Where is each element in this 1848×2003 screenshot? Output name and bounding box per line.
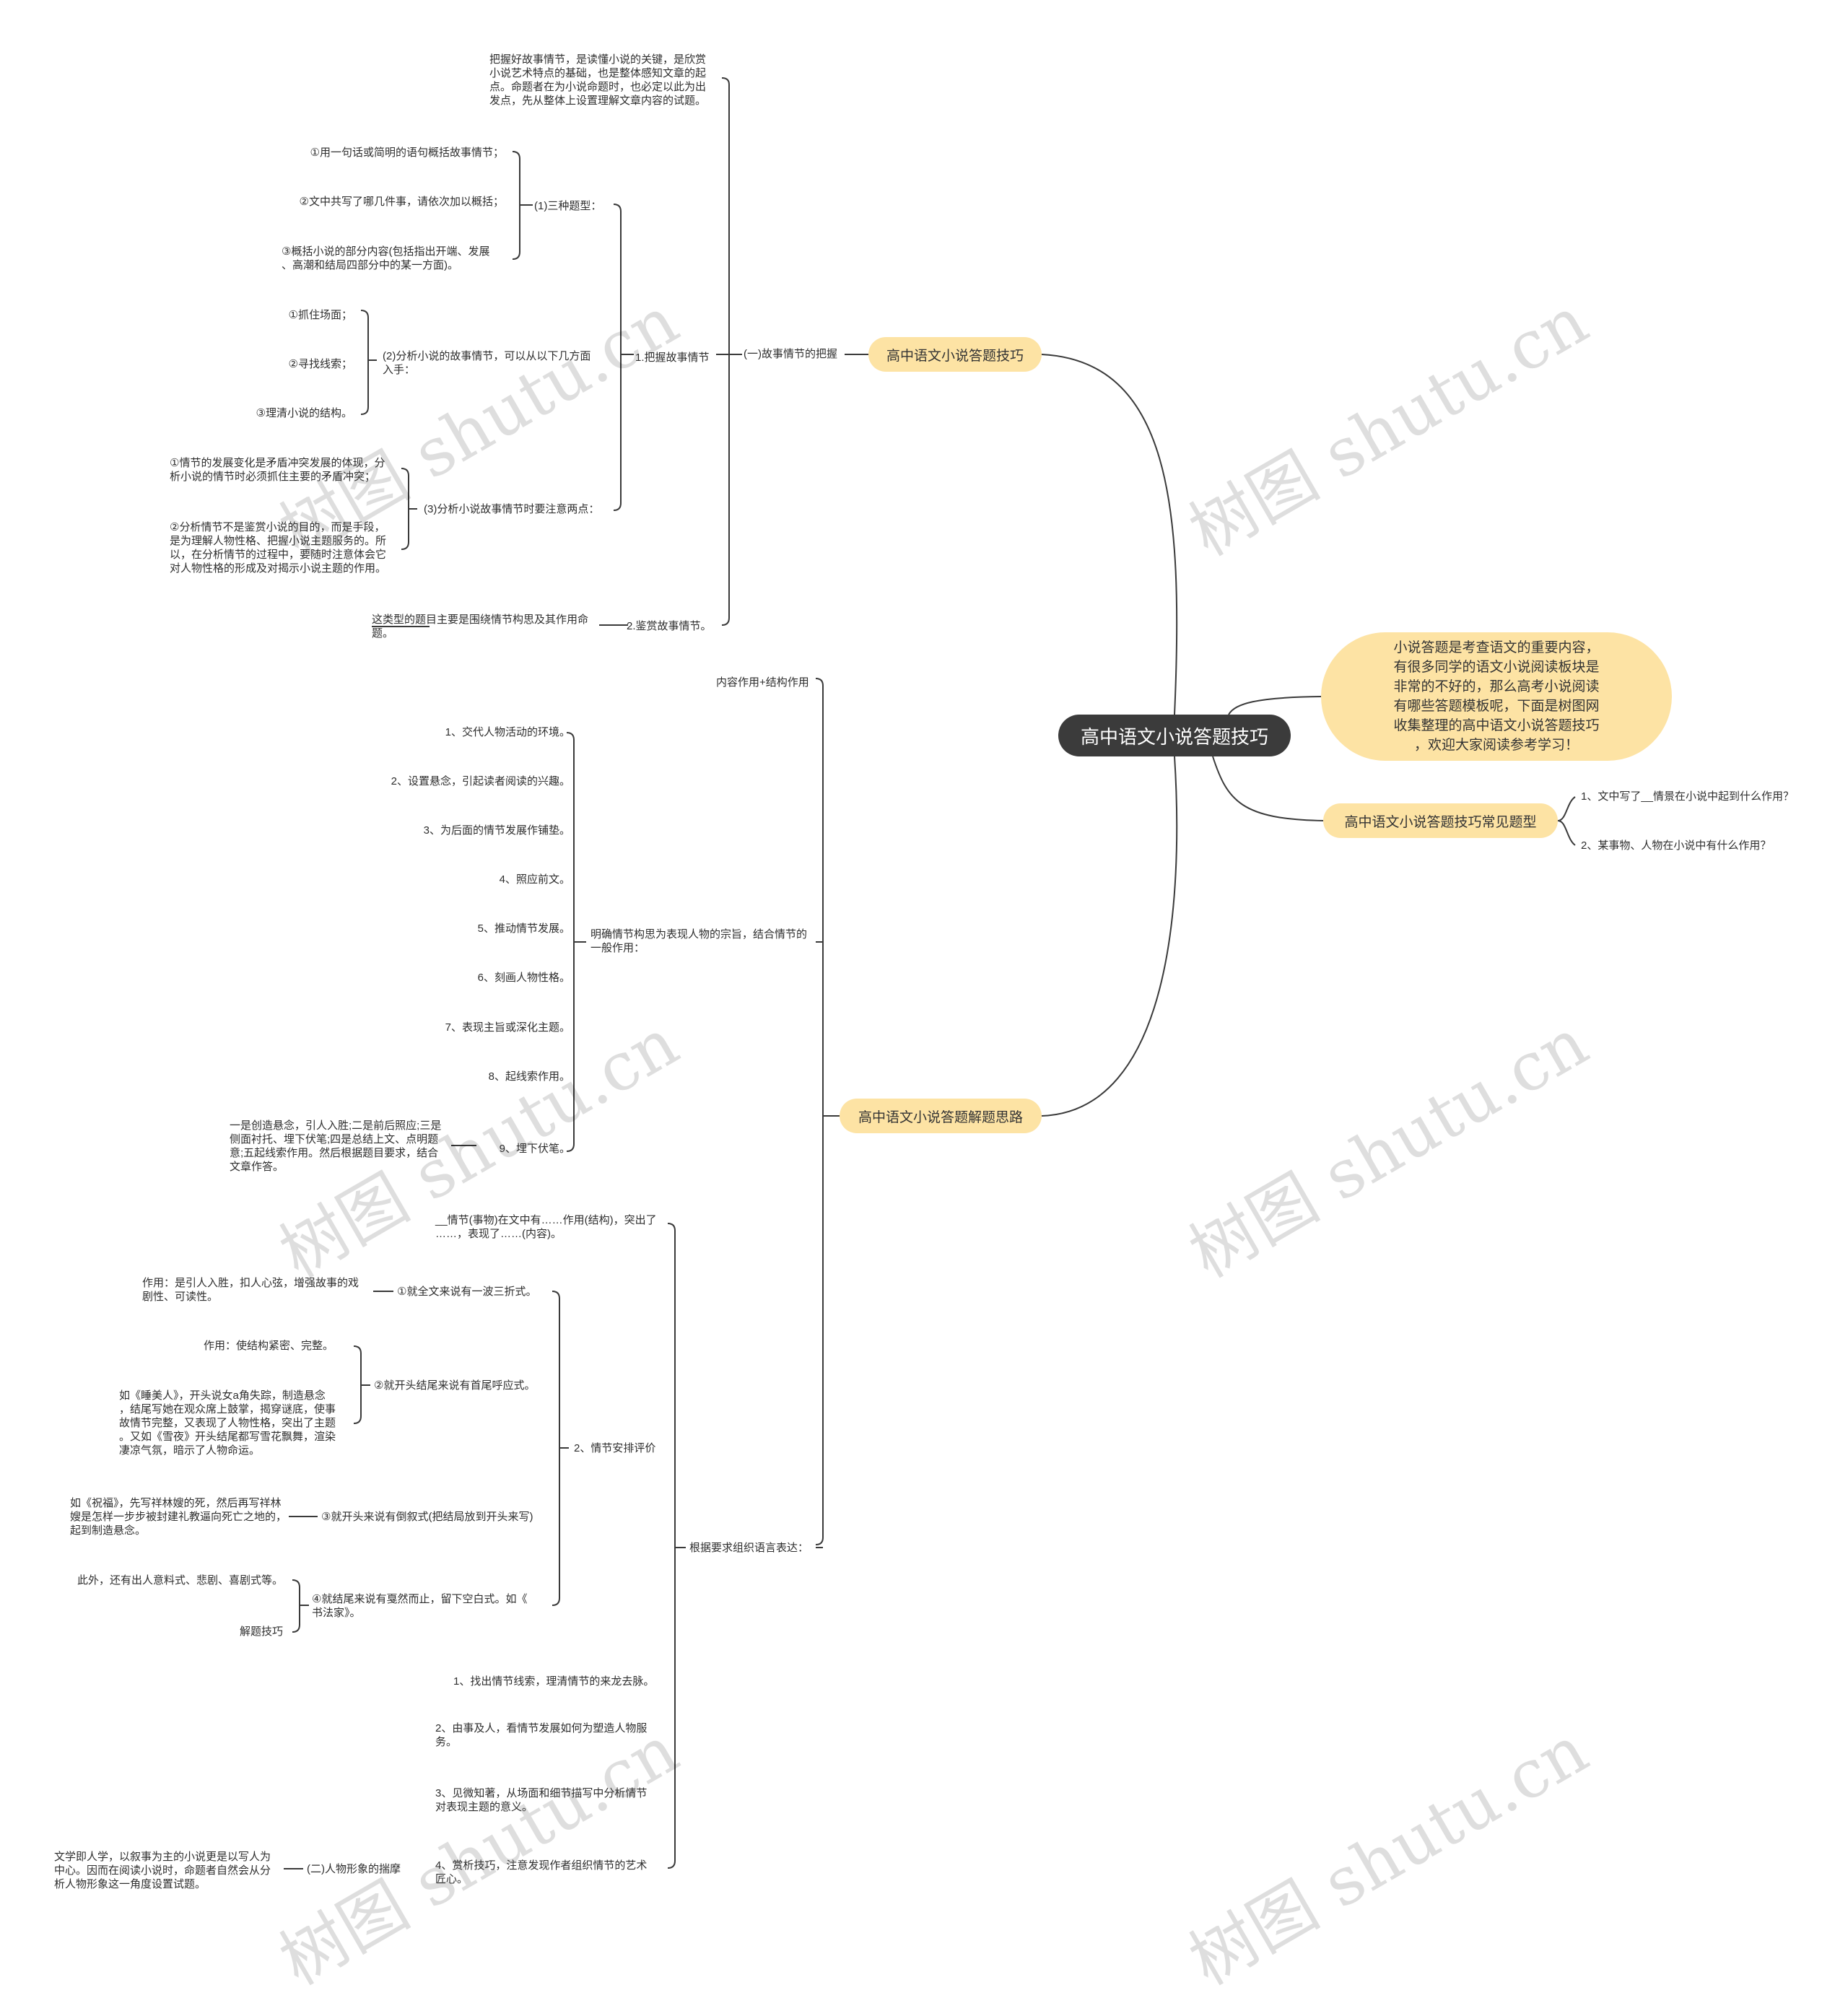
analyze-item: ①抓住场面；: [288, 309, 352, 321]
function-item: 7、表现主旨或深化主题。: [445, 1021, 570, 1034]
node-clear: 明确情节构思为表现人物的宗旨，结合情节的 一般作用：: [590, 928, 808, 954]
step-item: 4、赏析技巧，注意发现作者组织情节的艺术 匠心。: [435, 1859, 648, 1885]
arr3-note: 如《祝福》，先写祥林嫂的死，然后再写祥林 嫂是怎样一步步被封建礼教逼向死亡之地的…: [70, 1497, 287, 1537]
node-organize: 根据要求组织语言表达：: [689, 1542, 809, 1554]
arr2-note: 作用：使结构紧密、完整。: [203, 1340, 334, 1352]
node-three-types: (1)三种题型：: [534, 200, 602, 212]
arr1-note: 作用：是引人入胜，扣人心弦，增强故事的戏 剧性、可读性。: [142, 1277, 359, 1303]
function-item: 1、交代人物活动的环境。: [445, 726, 570, 738]
step-item: 2、由事及人，看情节发展如何为塑造人物服 务。: [435, 1722, 648, 1748]
branch-ideas[interactable]: 高中语文小说答题解题思路: [840, 1099, 1042, 1133]
arrangement-item: ①就全文来说有一波三折式。: [397, 1286, 537, 1298]
node-content-structure: 内容作用+结构作用: [716, 676, 809, 689]
node-attention: (3)分析小说故事情节时要注意两点：: [424, 503, 600, 515]
function-9-note: 一是创造悬念，引人入胜;二是前后照应;三是 侧面衬托、埋下伏笔;四是总结上文、点…: [230, 1120, 442, 1173]
function-item: 5、推动情节发展。: [477, 922, 570, 935]
function-item: 3、为后面的情节发展作铺垫。: [423, 824, 570, 837]
appreciate-note: 这类型的题目主要是围绕情节构思及其作用命 题。: [372, 614, 589, 640]
three-types-item: ①用一句话或简明的语句概括故事情节；: [310, 147, 504, 159]
branch-types[interactable]: 高中语文小说答题技巧常见题型: [1323, 803, 1558, 838]
analyze-item: ②寻找线索；: [288, 358, 352, 370]
function-item: 2、设置悬念，引起读者阅读的兴趣。: [391, 775, 570, 787]
node-plot-intro: 把握好故事情节，是读懂小说的关键，是欣赏 小说艺术特点的基础，也是整体感知文章的…: [489, 53, 707, 107]
analyze-item: ③理清小说的结构。: [256, 407, 352, 419]
node-appreciate: 2.鉴赏故事情节。: [627, 620, 712, 632]
attention-item: ②分析情节不是鉴赏小说的目的，而是手段， 是为理解人物性格、把握小说主题服务的。…: [170, 521, 387, 575]
type-item: 1、文中写了__情景在小说中起到什么作用？: [1581, 790, 1795, 803]
step-item: 3、见微知著，从场面和细节描写中分析情节 对表现主题的意义。: [435, 1787, 648, 1813]
node-grasp-plot: 1.把握故事情节: [635, 352, 710, 364]
step-item: 1、找出情节线索，理清情节的来龙去脉。: [453, 1675, 655, 1688]
intro-bubble[interactable]: 小说答题是考查语文的重要内容， 有很多同学的语文小说阅读板块是 非常的不好的，那…: [1321, 632, 1672, 761]
three-types-item: ②文中共写了哪几件事，请依次加以概括；: [299, 196, 504, 208]
arrangement-item: ③就开头来说有倒叙式(把结局放到开头来写): [321, 1511, 533, 1523]
root-topic[interactable]: 高中语文小说答题技巧: [1058, 715, 1291, 756]
arr4-note: 解题技巧: [239, 1625, 283, 1638]
branch-skills[interactable]: 高中语文小说答题技巧: [868, 337, 1042, 372]
arr2-note: 如《睡美人》，开头说女a角失踪，制造悬念 ，结尾写她在观众席上鼓掌，揭穿谜底，使…: [119, 1389, 336, 1457]
arr4-note: 此外，还有出人意料式、悲剧、喜剧式等。: [77, 1574, 283, 1587]
template-note: __情节(事物)在文中有……作用(结构)，突出了 ……，表现了……(内容)。: [435, 1214, 657, 1240]
attention-item: ①情节的发展变化是矛盾冲突发展的体现，分 析小说的情节时必须抓住主要的矛盾冲突；: [170, 457, 385, 483]
arrangement-item: ④就结尾来说有戛然而止，留下空白式。如《 书法家》。: [312, 1593, 528, 1619]
node-arrangement: 2、情节安排评价: [574, 1442, 656, 1454]
node-plot-grasp: (一)故事情节的把握: [744, 348, 837, 360]
function-item: 9、埋下伏笔。: [499, 1143, 570, 1155]
function-item: 6、刻画人物性格。: [477, 972, 570, 984]
function-item: 4、照应前文。: [499, 873, 570, 886]
character-note: 文学即人学，以叙事为主的小说更是以写人为 中心。因而在阅读小说时，命题者自然会从…: [54, 1851, 271, 1890]
arrangement-item: ②就开头结尾来说有首尾呼应式。: [374, 1379, 536, 1392]
three-types-item: ③概括小说的部分内容(包括指出开端、发展 、高潮和结局四部分中的某一方面)。: [282, 245, 490, 271]
node-analyze: (2)分析小说的故事情节，可以从以下几方面 入手：: [383, 350, 591, 376]
node-character: (二)人物形象的揣摩: [307, 1863, 401, 1875]
type-item: 2、某事物、人物在小说中有什么作用？: [1581, 839, 1771, 852]
function-item: 8、起线索作用。: [488, 1070, 570, 1083]
connector-lines: [284, 77, 1576, 1869]
